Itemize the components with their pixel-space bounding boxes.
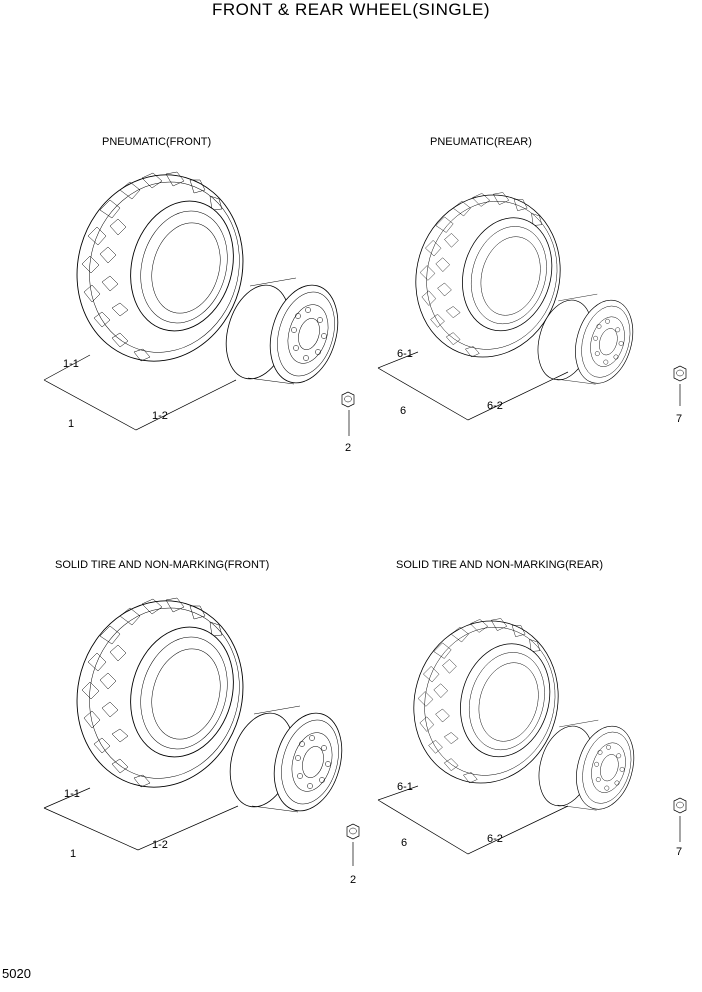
nut-drawing xyxy=(673,365,687,382)
panel-caption-pneumatic-front: PNEUMATIC(FRONT) xyxy=(102,136,212,148)
panel-caption-solid-rear: SOLID TIRE AND NON-MARKING(REAR) xyxy=(396,559,603,571)
label-tire: 1-1 xyxy=(64,788,80,800)
label-tire: 1-1 xyxy=(63,358,79,370)
leader-lines xyxy=(377,351,681,421)
label-rim: 1-2 xyxy=(152,839,168,851)
leader-lines xyxy=(43,354,350,436)
label-assembly: 1 xyxy=(68,418,74,430)
label-rim: 6-2 xyxy=(487,400,503,412)
panel-solid-front: 1-1 1 1-2 2 xyxy=(43,580,360,886)
panel-caption-pneumatic-rear: PNEUMATIC(REAR) xyxy=(430,136,532,148)
label-nut: 2 xyxy=(350,874,356,886)
panel-pneumatic-rear: 6-1 6 6-2 7 xyxy=(377,177,687,425)
label-rim: 6-2 xyxy=(487,833,503,845)
nut-drawing xyxy=(673,797,687,814)
label-nut: 2 xyxy=(345,442,351,454)
label-nut: 7 xyxy=(676,846,682,858)
label-assembly: 1 xyxy=(70,848,76,860)
label-tire: 6-1 xyxy=(397,348,413,360)
label-assembly: 6 xyxy=(401,837,407,849)
panel-solid-rear: 6-1 6 6-2 7 xyxy=(377,603,687,858)
page-title: FRONT & REAR WHEEL(SINGLE) xyxy=(211,0,491,19)
label-assembly: 6 xyxy=(400,405,406,417)
rim-drawing xyxy=(219,704,353,820)
leader-lines xyxy=(377,785,681,855)
panel-caption-solid-front: SOLID TIRE AND NON-MARKING(FRONT) xyxy=(55,559,270,571)
leader-lines xyxy=(43,787,354,866)
label-tire: 6-1 xyxy=(397,781,413,793)
label-nut: 7 xyxy=(676,413,682,425)
label-rim: 1-2 xyxy=(152,410,168,422)
page-number: 5020 xyxy=(2,966,31,981)
panel-pneumatic-front: 1-1 1 1-2 2 xyxy=(43,154,355,454)
nut-drawing xyxy=(346,823,360,840)
nut-drawing xyxy=(341,391,355,408)
